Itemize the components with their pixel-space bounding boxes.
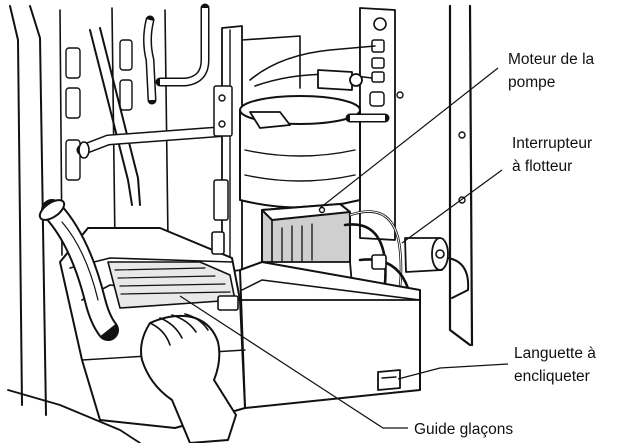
mounting-bracket — [213, 25, 301, 273]
leader-pump-motor — [319, 67, 499, 209]
float-switch — [404, 237, 470, 299]
pump-base — [239, 261, 421, 409]
control-box — [359, 7, 396, 241]
callout-leaders — [179, 67, 509, 429]
technician-hand — [7, 313, 237, 443]
label-pump-motor: Moteur de la pompe — [508, 51, 598, 91]
callout-labels: Moteur de la pompe Interrupteur à flotte… — [414, 51, 600, 438]
label-ice-guide: Guide glaçons — [414, 421, 513, 438]
back-tubes — [89, 3, 210, 206]
leader-snap-tab — [397, 363, 509, 380]
wiring-harness — [249, 45, 390, 129]
leader-float-switch — [401, 169, 503, 244]
drain-hose — [38, 199, 119, 341]
leader-ice-guide — [179, 295, 408, 429]
label-float-switch: Interrupteur à flotteur — [512, 135, 596, 175]
label-snap-tab: Languette à encliqueter — [514, 345, 600, 385]
